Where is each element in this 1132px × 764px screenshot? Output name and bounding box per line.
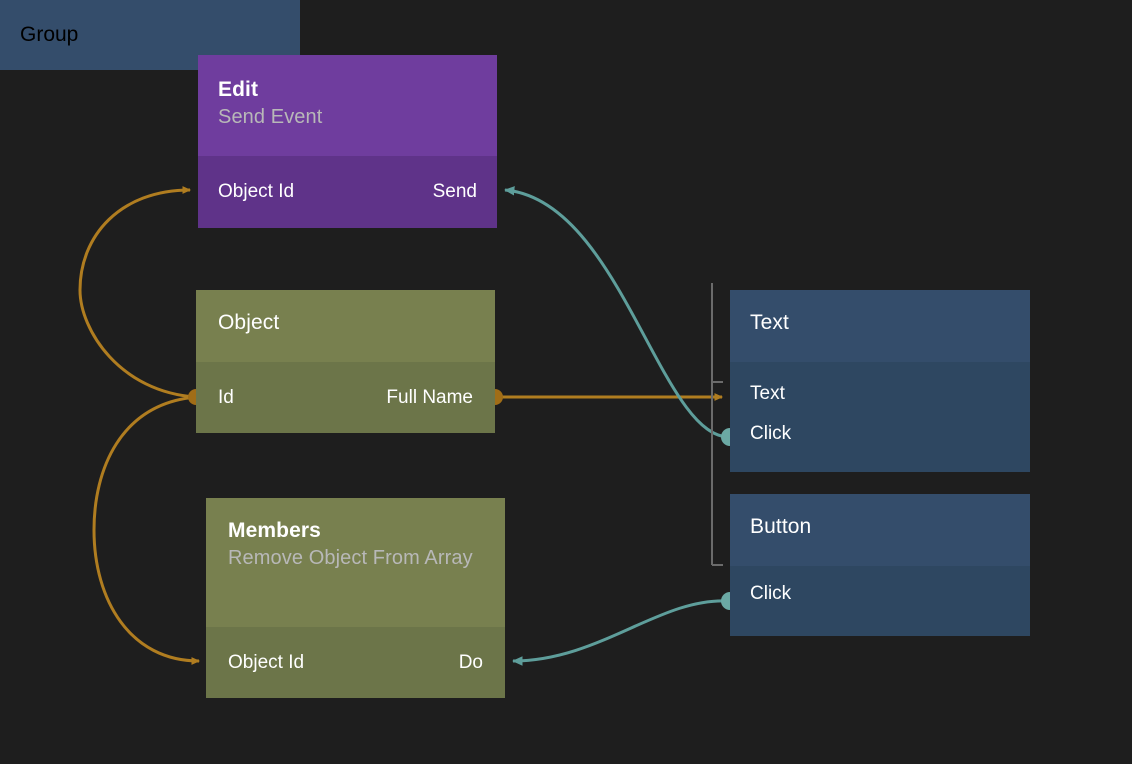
node-button-header[interactable]: Button bbox=[730, 494, 1030, 566]
edge-object-id-to-members-objectid bbox=[92, 395, 201, 665]
node-edit[interactable]: Edit Send Event Object Id Send bbox=[198, 55, 497, 228]
node-text-header[interactable]: Text bbox=[730, 290, 1030, 362]
node-edit-body: Object Id Send bbox=[198, 156, 497, 228]
node-text-title: Text bbox=[750, 311, 789, 334]
node-text[interactable]: Text Text Click bbox=[730, 290, 1030, 472]
node-group-title: Group bbox=[20, 23, 79, 46]
node-object[interactable]: Object Id Full Name bbox=[196, 290, 495, 433]
node-members-input-label[interactable]: Object Id bbox=[228, 651, 305, 673]
node-text-row-click: Click bbox=[750, 414, 1010, 454]
node-edit-input-label[interactable]: Object Id bbox=[218, 181, 295, 202]
node-edit-header[interactable]: Edit Send Event bbox=[198, 55, 497, 156]
edge-text-click-to-edit-send bbox=[504, 186, 730, 439]
node-object-body: Id Full Name bbox=[196, 362, 495, 433]
node-button-port-click-label[interactable]: Click bbox=[750, 583, 792, 604]
node-members-subtitle: Remove Object From Array bbox=[228, 547, 473, 569]
node-button-title: Button bbox=[750, 515, 812, 538]
node-members-port-row: Object Id Do bbox=[228, 651, 483, 675]
node-object-port-row: Id Full Name bbox=[218, 386, 473, 410]
edge-button-click-to-members-do bbox=[512, 599, 730, 666]
node-members-body: Object Id Do bbox=[206, 627, 505, 698]
node-edit-subtitle: Send Event bbox=[218, 106, 323, 128]
node-object-header[interactable]: Object bbox=[196, 290, 495, 362]
node-text-row-text: Text bbox=[750, 374, 1010, 414]
group-tree-line bbox=[711, 283, 723, 566]
node-text-port-text-label[interactable]: Text bbox=[750, 383, 785, 404]
node-edit-title: Edit bbox=[218, 78, 259, 101]
edge-object-id-to-edit-objectid bbox=[78, 186, 197, 399]
node-members[interactable]: Members Remove Object From Array Object … bbox=[206, 498, 505, 698]
node-button[interactable]: Button Click bbox=[730, 494, 1030, 636]
node-object-input-label[interactable]: Id bbox=[218, 386, 234, 408]
node-members-title: Members bbox=[228, 519, 321, 542]
node-text-port-click-label[interactable]: Click bbox=[750, 423, 792, 444]
node-object-title: Object bbox=[218, 311, 280, 334]
node-button-body: Click bbox=[730, 566, 1030, 636]
node-members-header[interactable]: Members Remove Object From Array bbox=[206, 498, 505, 627]
node-edit-port-row: Object Id Send bbox=[218, 180, 477, 204]
node-members-output-label[interactable]: Do bbox=[458, 651, 483, 673]
node-edit-output-label[interactable]: Send bbox=[432, 181, 477, 202]
node-text-body: Text Click bbox=[730, 362, 1030, 472]
node-object-output-label[interactable]: Full Name bbox=[386, 386, 473, 408]
node-button-row-click: Click bbox=[750, 582, 791, 606]
